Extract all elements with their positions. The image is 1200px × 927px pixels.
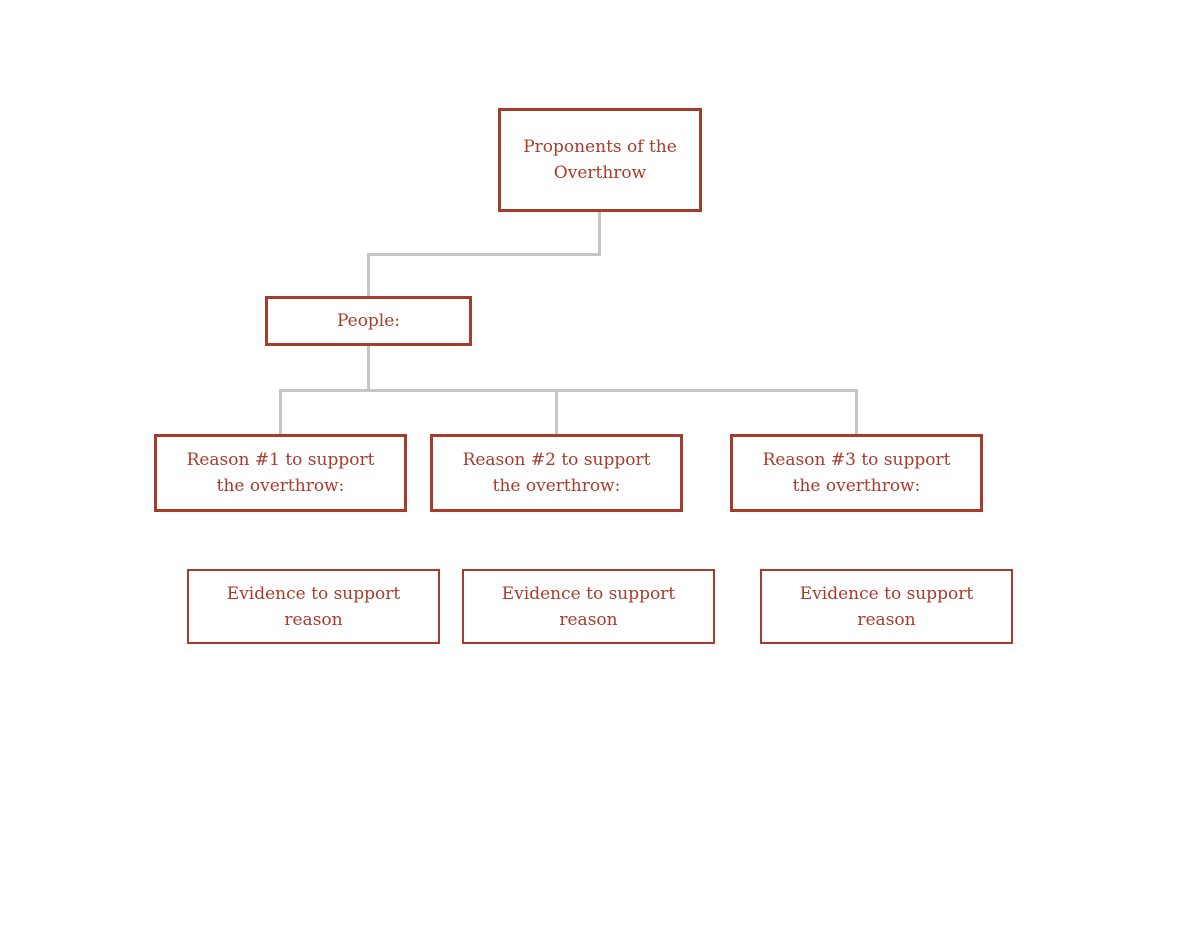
node-people[interactable]: People: [265, 296, 472, 346]
connector-root-people-horizontal [367, 253, 601, 256]
node-evidence-3-label: Evidence to support reason [799, 583, 974, 630]
node-reason-1[interactable]: Reason #1 to support the overthrow: [154, 434, 407, 512]
node-people-label: People: [336, 311, 401, 331]
node-evidence-3[interactable]: Evidence to support reason [760, 569, 1013, 644]
connector-people-riser [367, 253, 370, 296]
node-evidence-2-label: Evidence to support reason [501, 583, 676, 630]
connector-reason1-drop [279, 389, 282, 434]
connector-root-drop [598, 212, 601, 256]
node-reason-3[interactable]: Reason #3 to support the overthrow: [730, 434, 983, 512]
node-reason-3-label: Reason #3 to support the overthrow: [762, 450, 951, 496]
node-evidence-1[interactable]: Evidence to support reason [187, 569, 440, 644]
connector-reasons-bus [279, 389, 858, 392]
node-reason-2[interactable]: Reason #2 to support the overthrow: [430, 434, 683, 512]
node-evidence-2[interactable]: Evidence to support reason [462, 569, 715, 644]
connector-reason2-drop [555, 389, 558, 434]
node-reason-1-label: Reason #1 to support the overthrow: [186, 450, 375, 496]
node-proponents-label: Proponents of the Overthrow [523, 137, 677, 183]
connector-reason3-drop [855, 389, 858, 434]
node-proponents[interactable]: Proponents of the Overthrow [498, 108, 702, 212]
node-reason-2-label: Reason #2 to support the overthrow: [462, 450, 651, 496]
connector-people-drop [367, 346, 370, 392]
node-evidence-1-label: Evidence to support reason [226, 583, 401, 630]
